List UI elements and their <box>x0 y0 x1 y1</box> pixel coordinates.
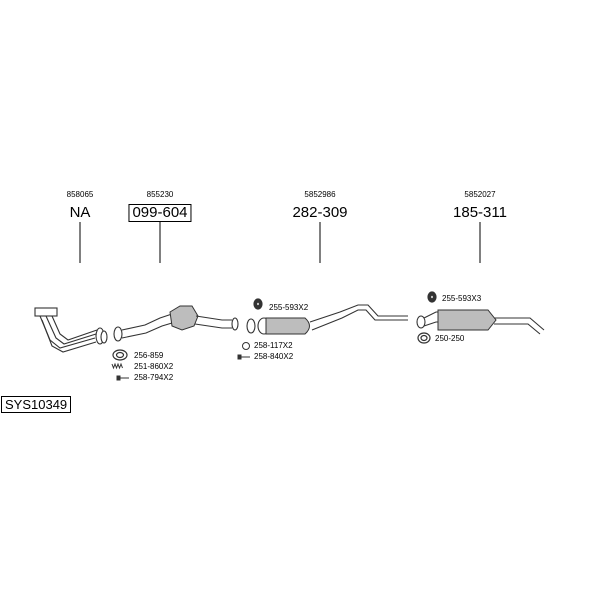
diagram-id-badge: SYS10349 <box>1 396 72 413</box>
part-number-rear-silencer[interactable]: 185-311 <box>453 204 507 221</box>
clamp-icon <box>417 332 431 344</box>
o-ring-icon <box>242 342 250 350</box>
rubber-hanger-icon <box>253 298 263 310</box>
oem-number-middle-silencer: 5852986 <box>304 190 336 199</box>
accessory-label-o-ring[interactable]: 258-117X2 <box>254 341 293 350</box>
accessory-label-clamp[interactable]: 250-250 <box>435 334 465 343</box>
accessory-label-hanger-middle[interactable]: 255-593X2 <box>269 303 309 312</box>
part-number-downpipe[interactable]: NA <box>69 204 91 221</box>
middle-silencer-part <box>246 304 408 335</box>
oem-number-downpipe: 858065 <box>66 190 94 199</box>
accessory-label-hanger-rear[interactable]: 255-593X3 <box>442 294 482 303</box>
part-number-middle-silencer[interactable]: 282-309 <box>292 204 348 221</box>
rear-silencer-part <box>416 309 545 335</box>
part-number-catalyst[interactable]: 099-604 <box>128 204 192 222</box>
accessory-label-gasket[interactable]: 256-859 <box>134 351 164 360</box>
oem-number-rear-silencer: 5852027 <box>464 190 496 199</box>
bolt-icon <box>116 375 129 381</box>
catalyst-part <box>113 305 239 342</box>
bolt-icon <box>237 354 250 360</box>
accessory-label-bolt-middle[interactable]: 258-840X2 <box>254 352 294 361</box>
spring-icon <box>111 362 123 370</box>
accessory-label-bolt-front[interactable]: 258-794X2 <box>134 373 174 382</box>
accessory-label-spring[interactable]: 251-860X2 <box>134 362 174 371</box>
downpipe-part <box>34 307 108 353</box>
oem-number-catalyst: 855230 <box>146 190 174 199</box>
gasket-ring-icon <box>112 349 128 361</box>
rubber-hanger-icon <box>427 291 437 303</box>
